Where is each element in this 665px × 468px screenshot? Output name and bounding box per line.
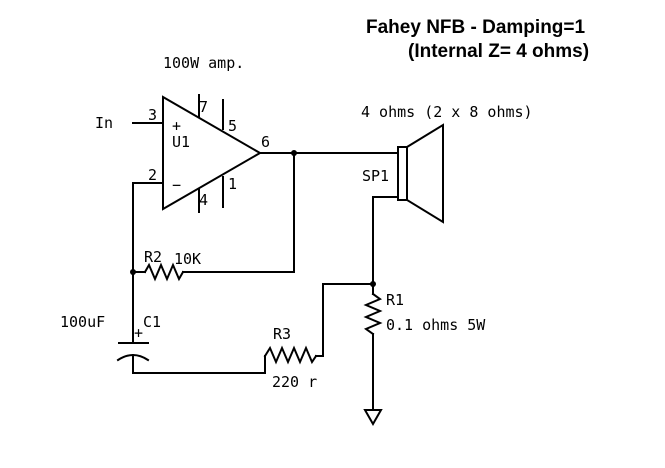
- amplifier-label: 100W amp.: [163, 54, 244, 72]
- c1-value: 100uF: [60, 313, 105, 331]
- c1-polarity: +: [134, 324, 143, 342]
- pin-3-number: 3: [148, 106, 157, 124]
- ground-icon: [363, 409, 383, 427]
- r3-lead-right: [315, 283, 374, 357]
- c1-ref: C1: [143, 313, 161, 331]
- r3-ref: R3: [273, 325, 291, 343]
- pin-6-number: 6: [261, 133, 270, 151]
- pin-2-number: 2: [148, 166, 157, 184]
- speaker-ref: SP1: [362, 167, 389, 185]
- opamp-triangle: [162, 95, 263, 211]
- title-line-1: Fahey NFB - Damping=1: [366, 17, 585, 38]
- r1-ref: R1: [386, 291, 404, 309]
- r3-value: 220 r: [272, 373, 317, 391]
- speaker-cone: [406, 123, 444, 224]
- r1-resistor: [363, 292, 383, 336]
- r1-value: 0.1 ohms 5W: [386, 316, 486, 334]
- opamp-minus-sign: −: [172, 176, 181, 194]
- c1-r3-wire: [132, 355, 266, 374]
- opamp-plus-sign: +: [172, 117, 181, 135]
- r2-junction: [130, 269, 136, 275]
- output-junction: [291, 150, 297, 156]
- pin-1-number: 1: [228, 175, 237, 193]
- inverting-input-wire: [132, 182, 164, 344]
- pin-5-number: 5: [228, 117, 237, 135]
- pin-7-number: 7: [199, 98, 208, 116]
- r2-ref: R2: [144, 248, 162, 266]
- input-label: In: [95, 114, 113, 132]
- r2-value: 10K: [174, 250, 201, 268]
- speaker-magnet: [397, 146, 408, 201]
- r3-resistor: [263, 345, 318, 365]
- opamp-ref: U1: [172, 133, 190, 151]
- r2-resistor: [143, 262, 185, 282]
- speaker-value: 4 ohms (2 x 8 ohms): [361, 103, 533, 121]
- pin-4-number: 4: [199, 191, 208, 209]
- title-line-2: (Internal Z= 4 ohms): [408, 41, 589, 62]
- speaker-return-wire: [372, 196, 399, 285]
